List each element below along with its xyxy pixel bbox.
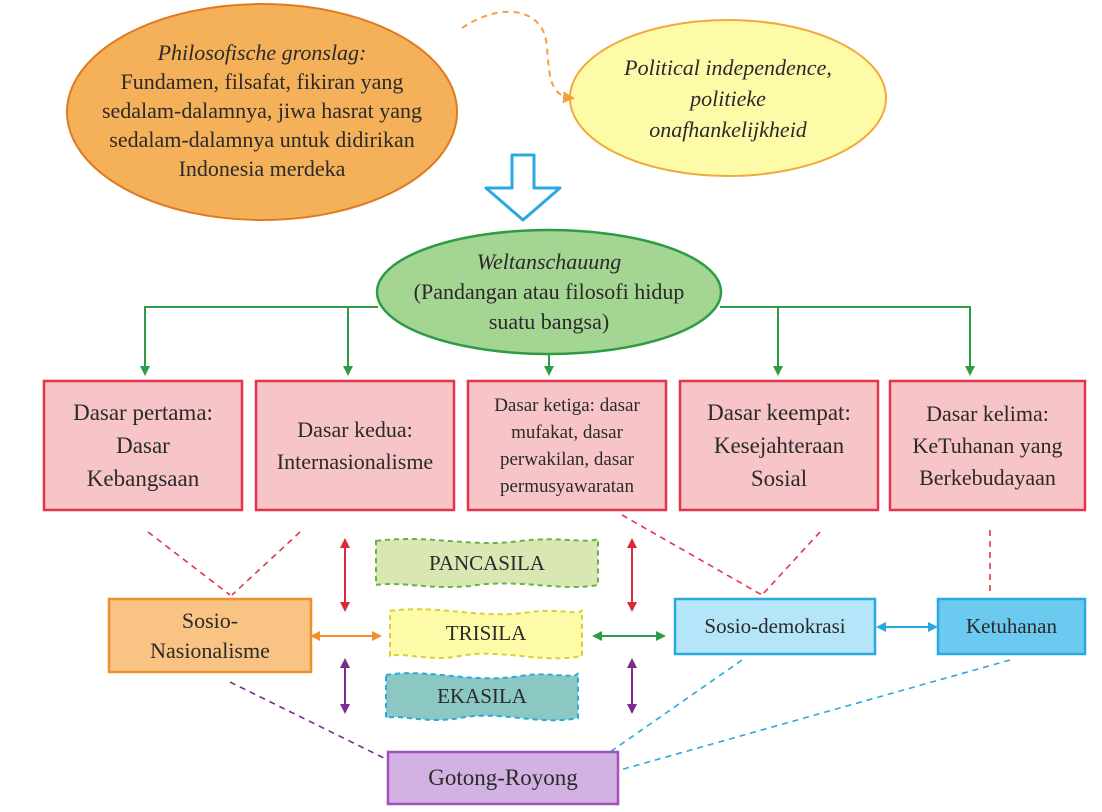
weltanschauung-line-2: suatu bangsa) — [488, 309, 610, 334]
purple-double-arrows — [340, 658, 637, 714]
down-arrow-icon — [484, 153, 562, 222]
principle-1-line-2: Dasar — [116, 433, 170, 458]
principle-1-label: Dasar pertama: Dasar Kebangsaan — [46, 383, 240, 508]
ketuhanan-box — [936, 597, 1087, 656]
trisila-banner — [389, 608, 583, 660]
principle-box-1 — [42, 379, 244, 512]
sosio-nasionalisme-line-2: Nasionalisme — [150, 637, 270, 663]
principle-3-line-3: perwakilan, dasar — [500, 448, 634, 470]
principle-2-line-2: Internasionalisme — [276, 448, 434, 474]
principle-5-label: Dasar kelima: KeTuhanan yang Berkebudaya… — [892, 383, 1083, 508]
philosophy-line-3: sedalam-dalamnya untuk didirikan — [109, 126, 415, 152]
principle-1-line-1: Dasar pertama: — [73, 400, 213, 425]
pancasila-banner — [375, 537, 599, 589]
purple-dashed-line — [229, 681, 393, 763]
independence-line-1: Political independence, — [624, 54, 832, 80]
principle-4-line-1: Dasar keempat: — [707, 400, 851, 425]
sosio-nasionalisme-label: Sosio- Nasionalisme — [111, 601, 309, 670]
red-double-arrows — [340, 538, 637, 612]
weltanschauung-line-1: (Pandangan atau filosofi hidup — [413, 279, 685, 304]
weltanschauung-label: Weltanschauung (Pandangan atau filosofi … — [382, 244, 716, 340]
principle-3-line-2: mufakat, dasar — [511, 421, 623, 443]
principle-3-label: Dasar ketiga: dasar mufakat, dasar perwa… — [470, 383, 664, 508]
philosophy-ellipse — [66, 3, 458, 221]
principle-box-4 — [678, 379, 880, 512]
independence-label: Political independence, politieke onafha… — [580, 48, 876, 148]
sosio-nasionalisme-line-1: Sosio- — [181, 607, 239, 633]
blue-dashed-lines — [609, 659, 1011, 771]
principle-2-label: Dasar kedua: Internasionalisme — [258, 383, 452, 508]
philosophy-title: Philosofische gronslag: — [157, 39, 367, 65]
principle-3-line-1: Dasar ketiga: dasar — [494, 394, 640, 416]
independence-line-3: onafhankelijkheid — [649, 116, 807, 142]
principle-4-label: Dasar keempat: Kesejahteraan Sosial — [682, 383, 876, 508]
ketuhanan-label: Ketuhanan — [966, 614, 1057, 638]
philosophy-label: Philosofische gronslag: Fundamen, filsaf… — [72, 30, 452, 190]
principle-5-line-2: KeTuhanan yang — [912, 432, 1063, 458]
principle-box-2 — [254, 379, 456, 512]
curved-dashed-arrow — [461, 10, 575, 104]
sosio-demokrasi-label: Sosio-demokrasi — [704, 614, 846, 638]
ekasila-label: EKASILA — [437, 684, 527, 708]
independence-line-2: politieke — [690, 85, 766, 111]
sosio-nasionalisme-box — [107, 597, 313, 674]
trisila-label: TRISILA — [445, 621, 527, 645]
gotong-royong-label: Gotong-Royong — [428, 765, 578, 790]
connector-tree — [140, 306, 975, 376]
principle-5-line-3: Berkebudayaan — [919, 464, 1056, 490]
principle-4-line-3: Sosial — [750, 466, 808, 491]
ekasila-banner — [385, 672, 579, 722]
principle-3-line-4: permusyawaratan — [500, 475, 634, 497]
principle-4-line-2: Kesejahteraan — [713, 433, 845, 458]
philosophy-line-4: Indonesia merdeka — [178, 155, 346, 181]
red-dashed-lines — [147, 514, 991, 596]
principle-1-line-3: Kebangsaan — [86, 466, 200, 491]
principle-5-line-1: Dasar kelima: — [926, 400, 1049, 426]
principle-2-line-1: Dasar kedua: — [297, 416, 413, 442]
weltanschauung-title: Weltanschauung — [476, 249, 622, 274]
principle-box-5 — [888, 379, 1087, 512]
philosophy-line-1: Fundamen, filsafat, fikiran yang — [120, 68, 404, 94]
philosophy-line-2: sedalam-dalamnya, jiwa hasrat yang — [101, 97, 423, 123]
gotong-royong-box — [386, 750, 620, 806]
sosio-demokrasi-box — [673, 597, 877, 656]
principle-box-3 — [466, 379, 668, 512]
pancasila-label: PANCASILA — [429, 550, 545, 575]
